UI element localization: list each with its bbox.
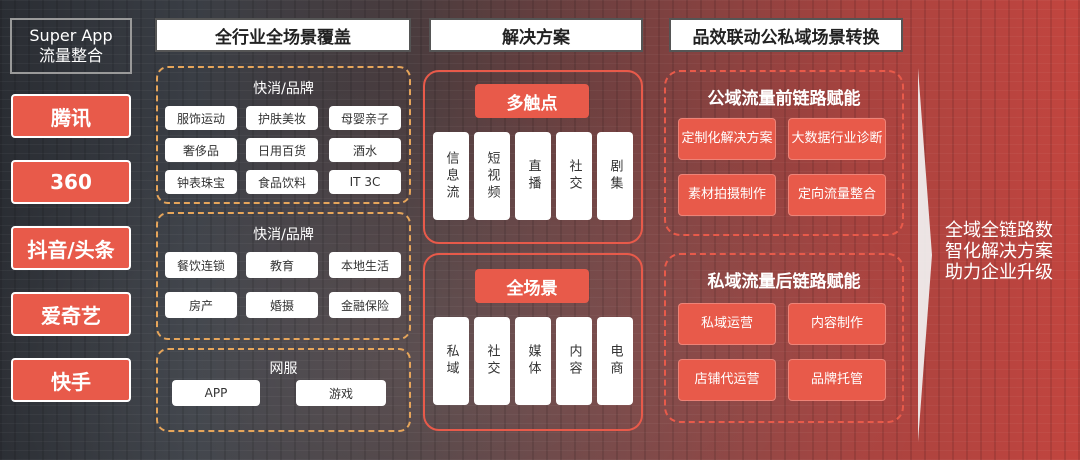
industry-tag: 游戏 [296,380,386,406]
solution-item: 直播 [515,132,551,220]
linkage-item: 内容制作 [788,303,886,345]
result-line: 智化解决方案 [945,241,1053,262]
industry-group-2: 快消/品牌 餐饮连锁 教育 本地生活 房产 婚摄 金融保险 [156,212,411,340]
solution-item: 内容 [556,317,592,405]
platform-tencent: 腾讯 [11,94,131,138]
super-app-header: Super App 流量整合 [10,18,132,74]
linkage-header: 品效联动公私域场景转换 [669,18,903,52]
linkage-title: 公域流量前链路赋能 [707,89,861,109]
linkage-item: 定向流量整合 [788,174,886,216]
industry-tag: 食品饮料 [246,170,318,194]
solution-item: 私域 [433,317,469,405]
linkage-item: 素材拍摄制作 [678,174,776,216]
industry-tag: 母婴亲子 [329,106,401,130]
result-text: 全域全链路数 智化解决方案 助力企业升级 [945,220,1075,283]
group-title: 快消/品牌 [253,81,314,97]
linkage-item: 大数据行业诊断 [788,118,886,160]
industry-tag: 日用百货 [246,138,318,162]
linkage-item: 定制化解决方案 [678,118,776,160]
result-line: 全域全链路数 [945,220,1053,241]
solution-full-scene: 全场景 私域 社交 媒体 内容 电商 [423,253,643,431]
linkage-item: 品牌托管 [788,359,886,401]
linkage-title: 私域流量后链路赋能 [707,272,861,292]
industry-tag: 服饰运动 [165,106,237,130]
solution-item: 短视频 [474,132,510,220]
public-domain-box: 公域流量前链路赋能 定制化解决方案 大数据行业诊断 素材拍摄制作 定向流量整合 [664,70,904,236]
platform-360: 360 [11,160,131,204]
result-line: 助力企业升级 [945,262,1053,283]
solution-title: 多触点 [475,84,589,118]
industry-tag: 教育 [246,252,318,278]
industry-group-1: 快消/品牌 服饰运动 护肤美妆 母婴亲子 奢侈品 日用百货 酒水 钟表珠宝 食品… [156,66,411,204]
super-app-subtitle: 流量整合 [38,46,103,65]
solution-item: 剧集 [597,132,633,220]
industry-tag: 酒水 [329,138,401,162]
solution-item: 社交 [556,132,592,220]
industry-tag: 奢侈品 [165,138,237,162]
solution-item: 媒体 [515,317,551,405]
platform-douyin-toutiao: 抖音/头条 [11,226,131,270]
private-domain-box: 私域流量后链路赋能 私域运营 内容制作 店铺代运营 品牌托管 [664,253,904,423]
industry-tag: 金融保险 [329,292,401,318]
group-title: 网服 [269,361,298,377]
solution-multi-touch: 多触点 信息流 短视频 直播 社交 剧集 [423,70,643,244]
solution-item: 电商 [597,317,633,405]
linkage-item: 店铺代运营 [678,359,776,401]
platform-kuaishou: 快手 [11,358,131,402]
super-app-title: Super App [29,26,113,45]
industry-tag: 餐饮连锁 [165,252,237,278]
flow-arrow-icon [918,68,932,442]
industry-tag: IT 3C [329,170,401,194]
solution-item: 社交 [474,317,510,405]
solution-title: 全场景 [475,269,589,303]
industry-group-3: 网服 APP 游戏 [156,348,411,432]
industry-tag: 护肤美妆 [246,106,318,130]
industry-tag: 本地生活 [329,252,401,278]
industry-tag: 钟表珠宝 [165,170,237,194]
industry-tag: 婚摄 [246,292,318,318]
platform-iqiyi: 爱奇艺 [11,292,131,336]
industry-tag: 房产 [165,292,237,318]
solution-item: 信息流 [433,132,469,220]
linkage-item: 私域运营 [678,303,776,345]
industry-tag: APP [172,380,260,406]
group-title: 快消/品牌 [253,227,314,243]
solution-header: 解决方案 [429,18,643,52]
industry-header: 全行业全场景覆盖 [155,18,411,52]
